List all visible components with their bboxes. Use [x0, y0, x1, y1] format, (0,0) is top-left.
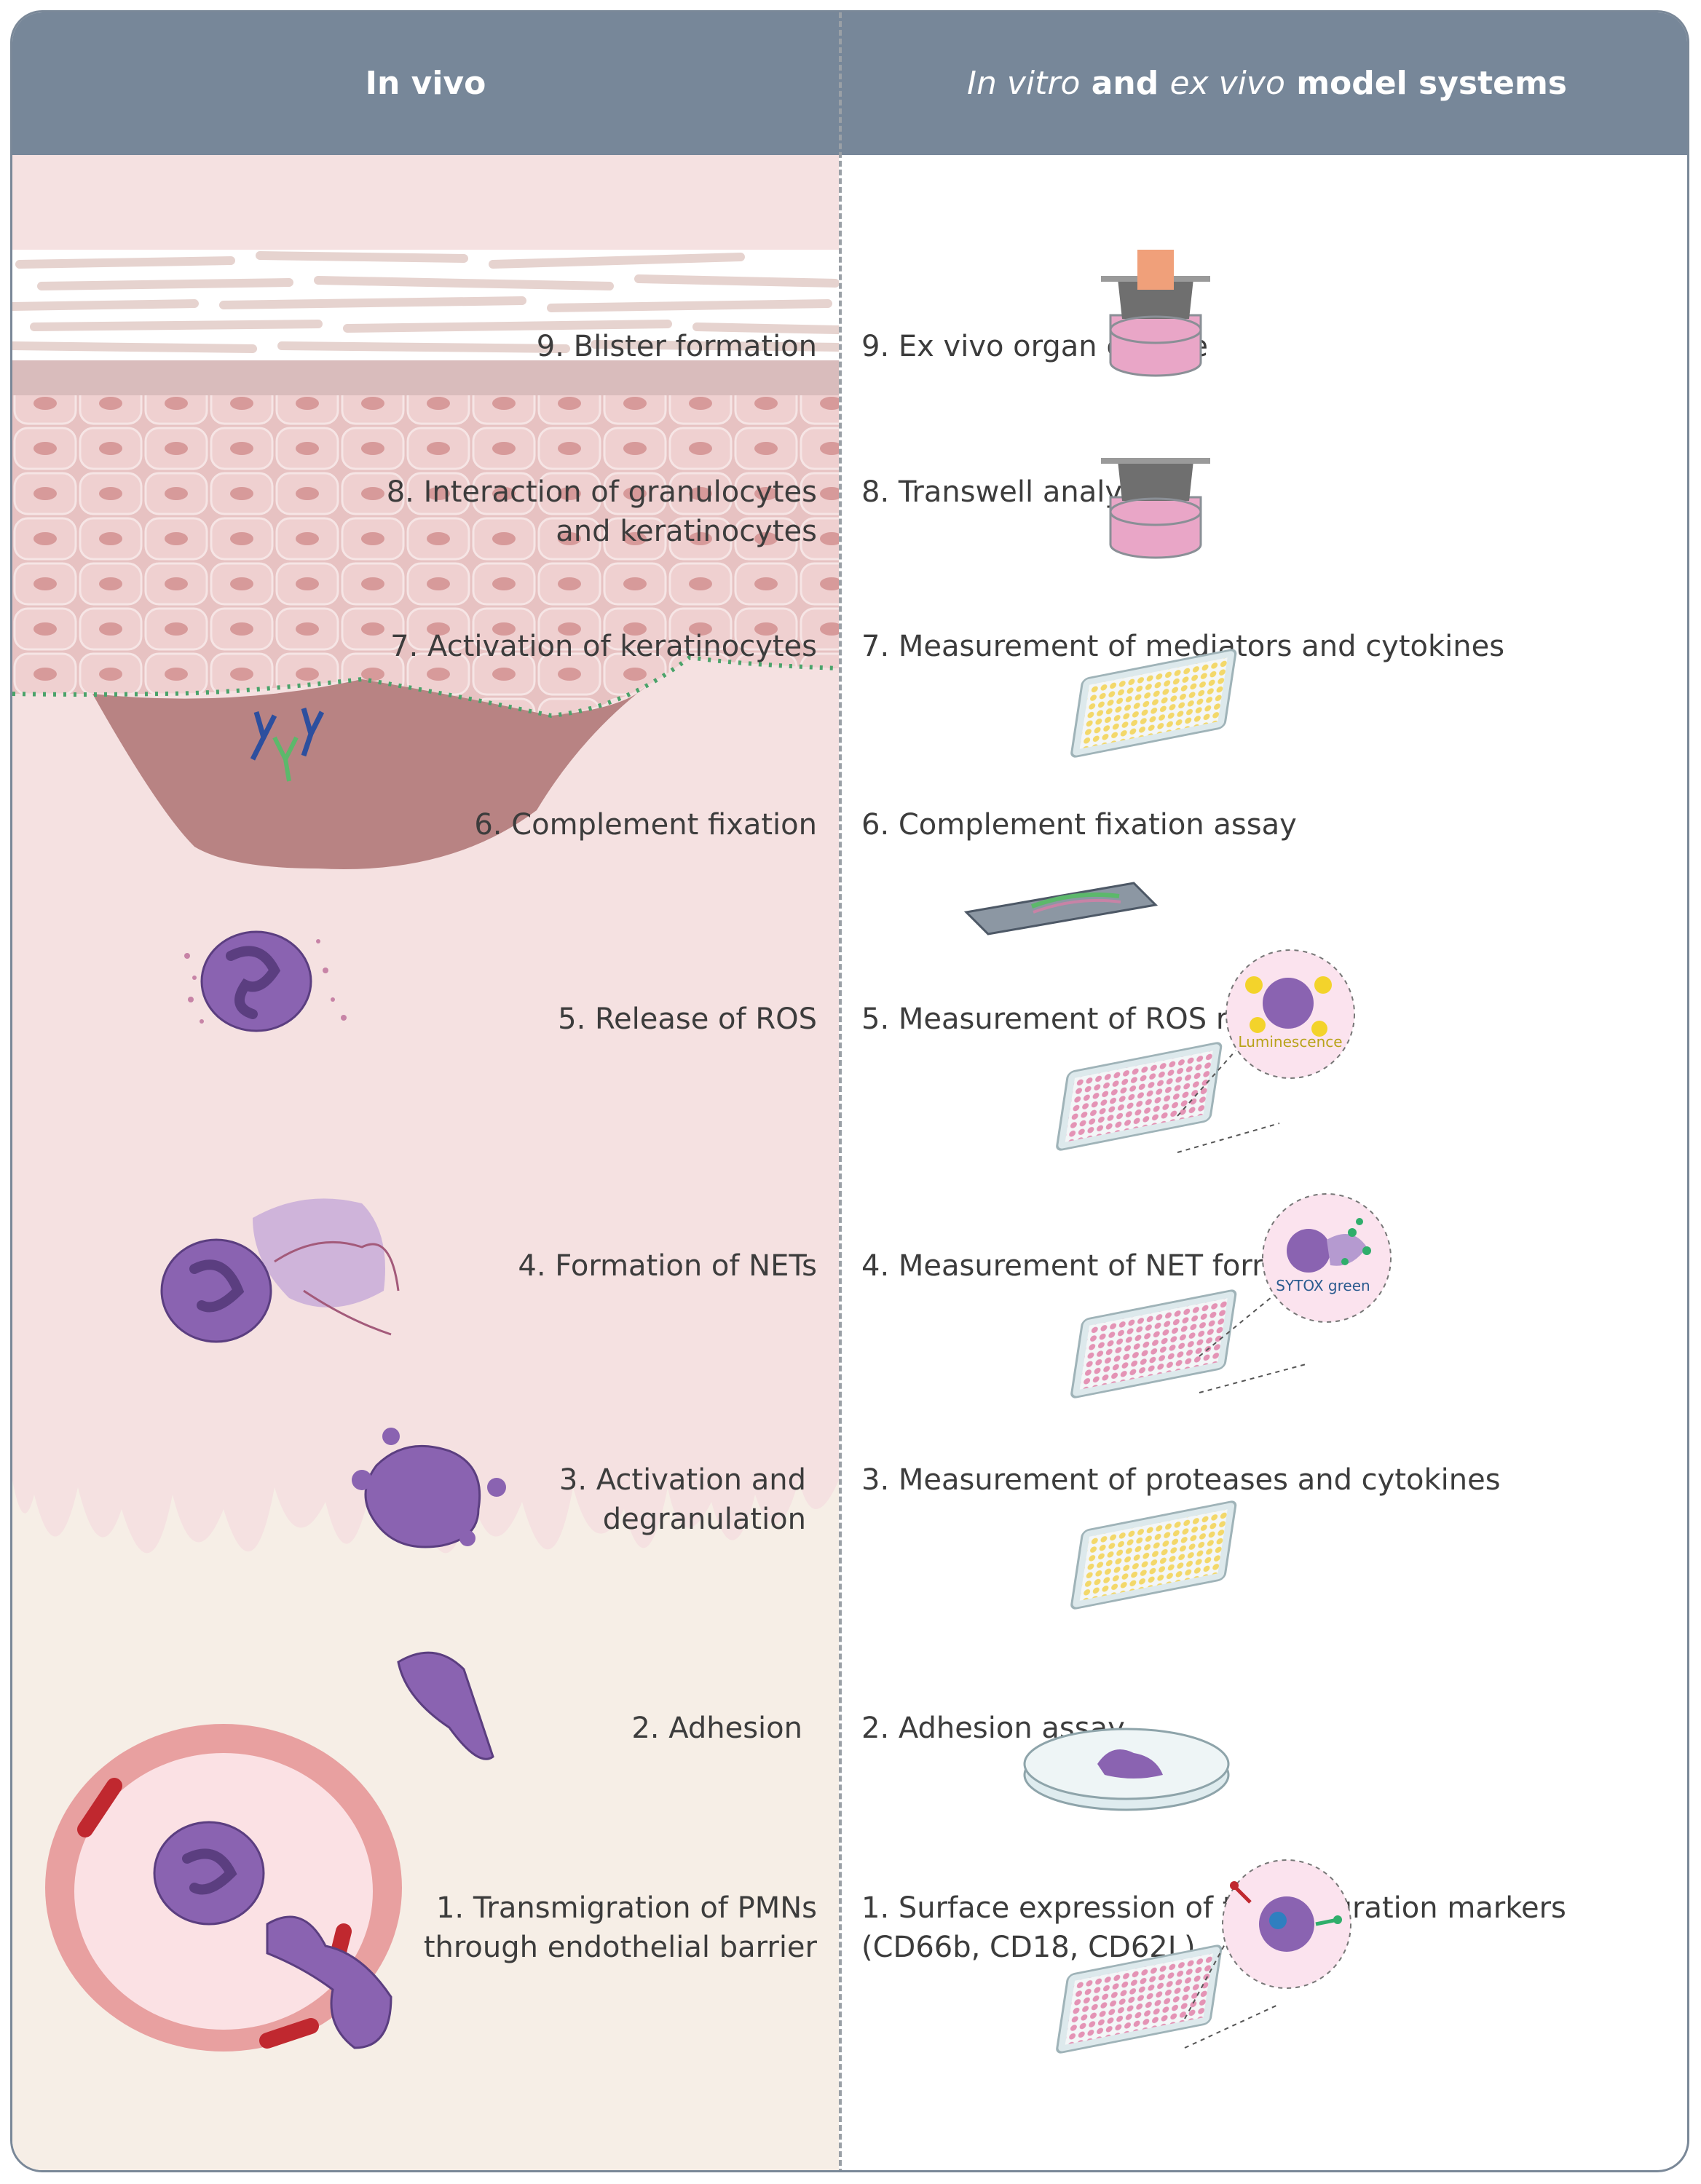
organ-culture-transwell-icon [1101, 250, 1210, 377]
column-divider [839, 12, 842, 2170]
granular-layer [12, 360, 839, 397]
net-plate-icon [1070, 1289, 1237, 1398]
ros-luminescence-inset: Luminescence [1226, 949, 1355, 1079]
luminescence-label: Luminescence [1238, 1033, 1342, 1051]
complement-slide-icon [963, 882, 1159, 935]
left-label-5: 5. Release of ROS [558, 1002, 817, 1036]
right-label-6: 6. Complement fixation assay [861, 808, 1297, 842]
in-vitro-equipment-illustrations: Luminescence SYTOX green [963, 250, 1392, 2054]
protease-plate-icon [1070, 1500, 1237, 1610]
degranulating-neutrophil [352, 1428, 506, 1548]
blood-vessel [45, 1724, 402, 2052]
net-neutrophil [160, 1198, 400, 1343]
in-vivo-heading: In vivo [365, 65, 486, 102]
in-vitro-word: In vitro [967, 65, 1081, 102]
ex-vivo-word: ex vivo [1169, 65, 1285, 102]
left-label-7: 7. Activation of keratinocytes [390, 630, 817, 663]
model-systems-word: model systems [1296, 65, 1567, 102]
header-bar [12, 12, 1687, 155]
petri-dish-icon [1023, 1728, 1230, 1811]
adhering-neutrophil [397, 1651, 494, 1760]
ros-plate-icon [1056, 1042, 1223, 1151]
transwell-icon [1101, 458, 1210, 559]
right-label-3: 3. Measurement of proteases and cytokine… [861, 1463, 1501, 1497]
complement-c3 [272, 736, 299, 782]
corneum-lines [12, 251, 839, 353]
net-sytox-inset: SYTOX green [1262, 1193, 1392, 1323]
ros-neutrophil [184, 930, 347, 1032]
basement-membrane [12, 654, 839, 719]
in-vivo-skin-illustration [12, 155, 839, 2170]
stratum-corneum [12, 250, 839, 373]
sytox-green-label: SYTOX green [1276, 1277, 1370, 1294]
surface-marker-inset [1222, 1859, 1351, 1989]
and-word: and [1091, 65, 1159, 102]
epidermis [12, 395, 839, 716]
autoantibodies [250, 708, 325, 761]
right-label-7: 7. Measurement of mediators and cytokine… [861, 630, 1505, 663]
left-label-4: 4. Formation of NETs [518, 1249, 817, 1283]
cytokine-plate-icon [1070, 649, 1237, 758]
figure-frame: In vivo In vitro and ex vivo model syste… [10, 10, 1689, 2172]
left-label-2: 2. Adhesion [631, 1712, 802, 1745]
left-label-6: 6. Complement fixation [474, 808, 817, 842]
flow-plate-icon [1056, 1944, 1223, 2054]
model-systems-heading: In vitro and ex vivo model systems [842, 12, 1687, 155]
right-label-1: 1. Surface expression of transmigration … [861, 1891, 1566, 1964]
left-label-9: 9. Blister formation [536, 330, 817, 363]
blister [92, 679, 646, 869]
